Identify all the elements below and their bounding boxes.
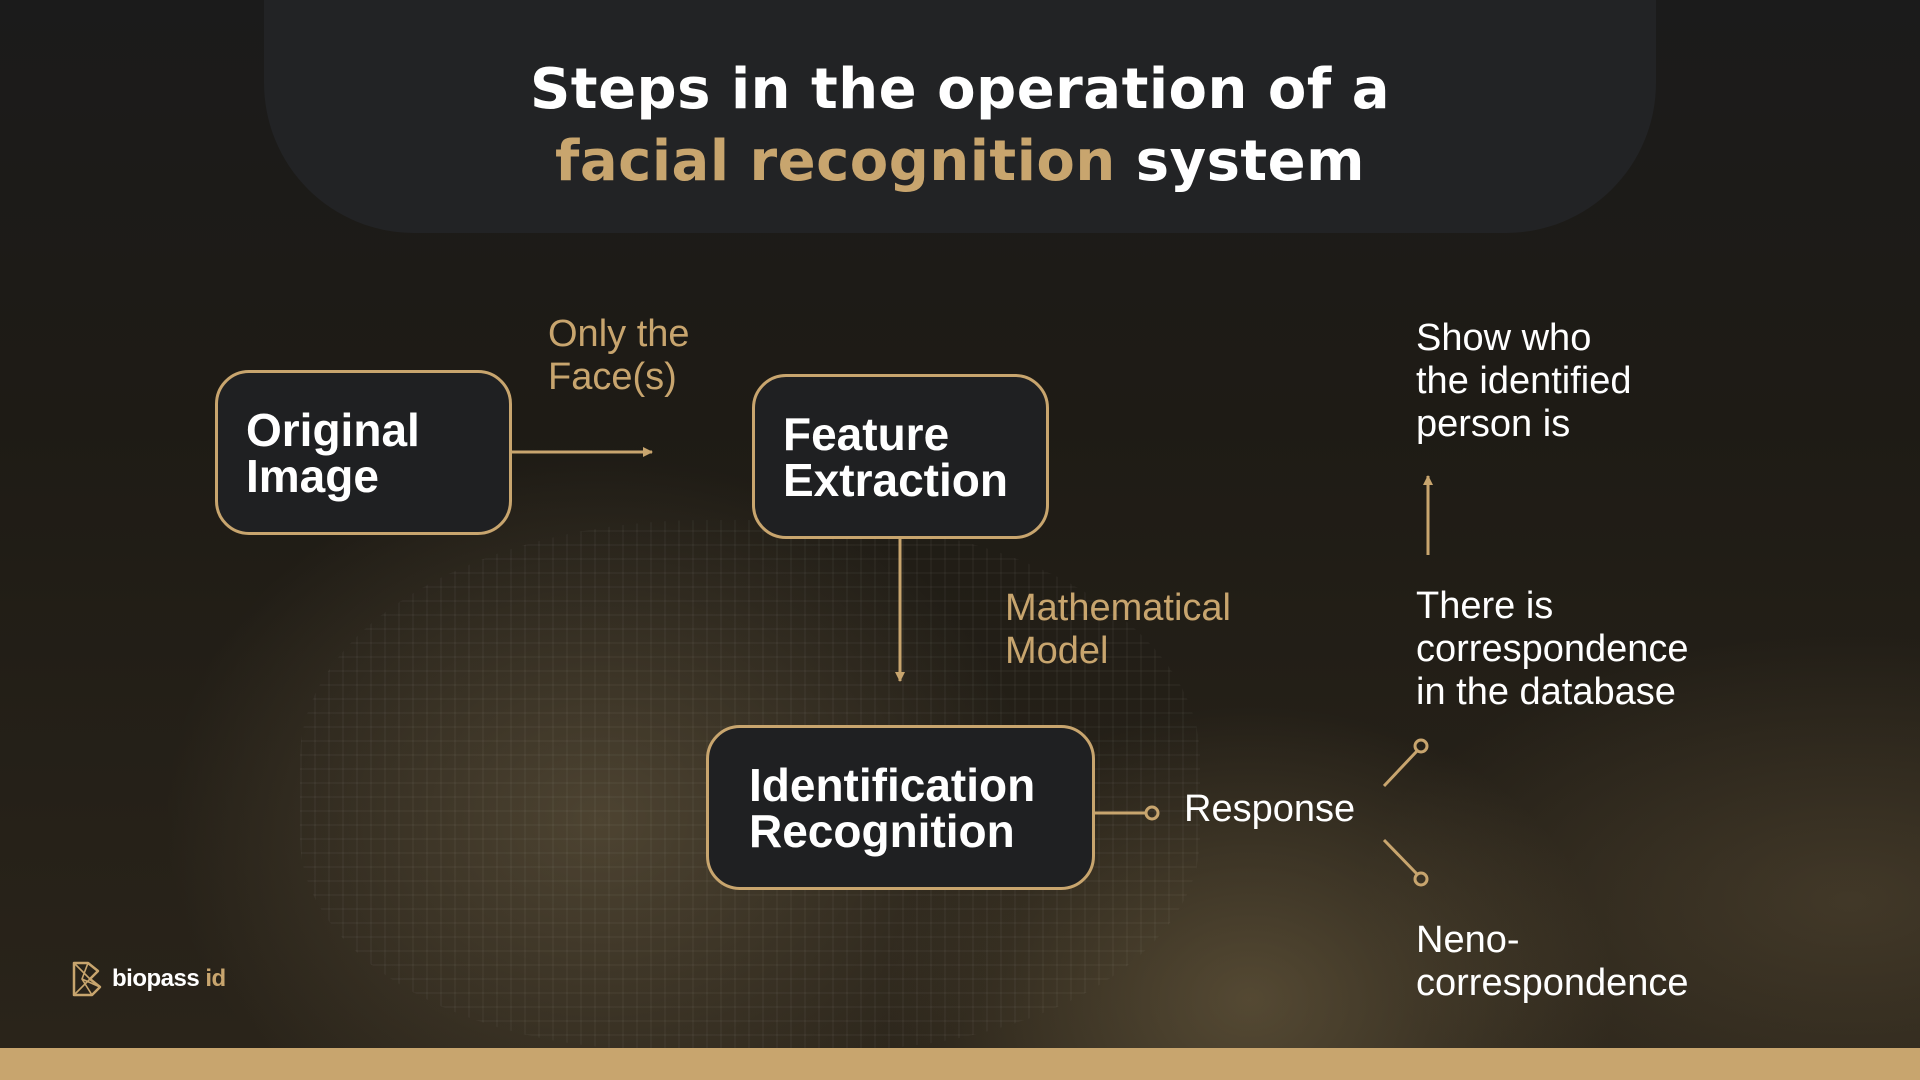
title-rest: system bbox=[1135, 129, 1366, 194]
box-original-line-2: Image bbox=[246, 449, 379, 502]
label-show-who-line-2: the identified bbox=[1416, 360, 1632, 402]
connector-node-response bbox=[1144, 805, 1160, 821]
label-math-line-2: Model bbox=[1005, 630, 1109, 672]
label-only-face-line-2: Face(s) bbox=[548, 356, 677, 398]
bottom-accent-bar bbox=[0, 1048, 1920, 1080]
label-no-correspondence: Neno- correspondence bbox=[1416, 919, 1689, 1005]
title-line-2: facial recognition system bbox=[264, 126, 1656, 198]
branch-to-correspondence bbox=[1382, 749, 1419, 788]
title-accent: facial recognition bbox=[554, 129, 1116, 194]
label-neno-line-2: correspondence bbox=[1416, 962, 1689, 1004]
logo-wordmark: biopass id bbox=[112, 965, 226, 993]
label-neno-line-1: Neno- bbox=[1416, 919, 1520, 961]
page-title: Steps in the operation of a facial recog… bbox=[264, 54, 1656, 198]
biopass-logo-icon bbox=[72, 961, 102, 997]
title-panel bbox=[264, 0, 1656, 233]
label-correspondence-line-3: in the database bbox=[1416, 671, 1676, 713]
box-feature-line-1: Feature bbox=[783, 407, 950, 460]
label-math-line-1: Mathematical bbox=[1005, 587, 1231, 629]
branch-node-correspondence bbox=[1413, 738, 1429, 754]
label-only-face: Only the Face(s) bbox=[548, 313, 690, 399]
logo-name: biopass bbox=[112, 965, 200, 992]
box-feature-extraction: Feature Extraction bbox=[752, 374, 1049, 539]
logo-suffix: id bbox=[205, 965, 226, 992]
box-original-line-1: Original bbox=[246, 403, 420, 456]
label-show-who-line-1: Show who bbox=[1416, 317, 1592, 359]
box-original-image: Original Image bbox=[215, 370, 512, 535]
box-feature-line-2: Extraction bbox=[783, 453, 1008, 506]
label-correspondence-line-1: There is bbox=[1416, 585, 1554, 627]
box-ident-line-2: Recognition bbox=[749, 804, 1015, 857]
label-show-who: Show who the identified person is bbox=[1416, 317, 1632, 446]
box-ident-line-1: Identification bbox=[749, 758, 1036, 811]
label-correspondence: There is correspondence in the database bbox=[1416, 585, 1689, 714]
label-show-who-line-3: person is bbox=[1416, 403, 1571, 445]
label-correspondence-line-2: correspondence bbox=[1416, 628, 1689, 670]
label-response: Response bbox=[1184, 788, 1356, 830]
label-mathematical-model: Mathematical Model bbox=[1005, 587, 1231, 673]
branch-node-no-correspondence bbox=[1413, 871, 1429, 887]
label-only-face-line-1: Only the bbox=[548, 313, 690, 355]
title-line-1: Steps in the operation of a bbox=[529, 57, 1391, 122]
brand-logo: biopass id bbox=[70, 958, 226, 1000]
box-identification-recognition: Identification Recognition bbox=[706, 725, 1095, 890]
branch-to-no-correspondence bbox=[1382, 838, 1419, 876]
